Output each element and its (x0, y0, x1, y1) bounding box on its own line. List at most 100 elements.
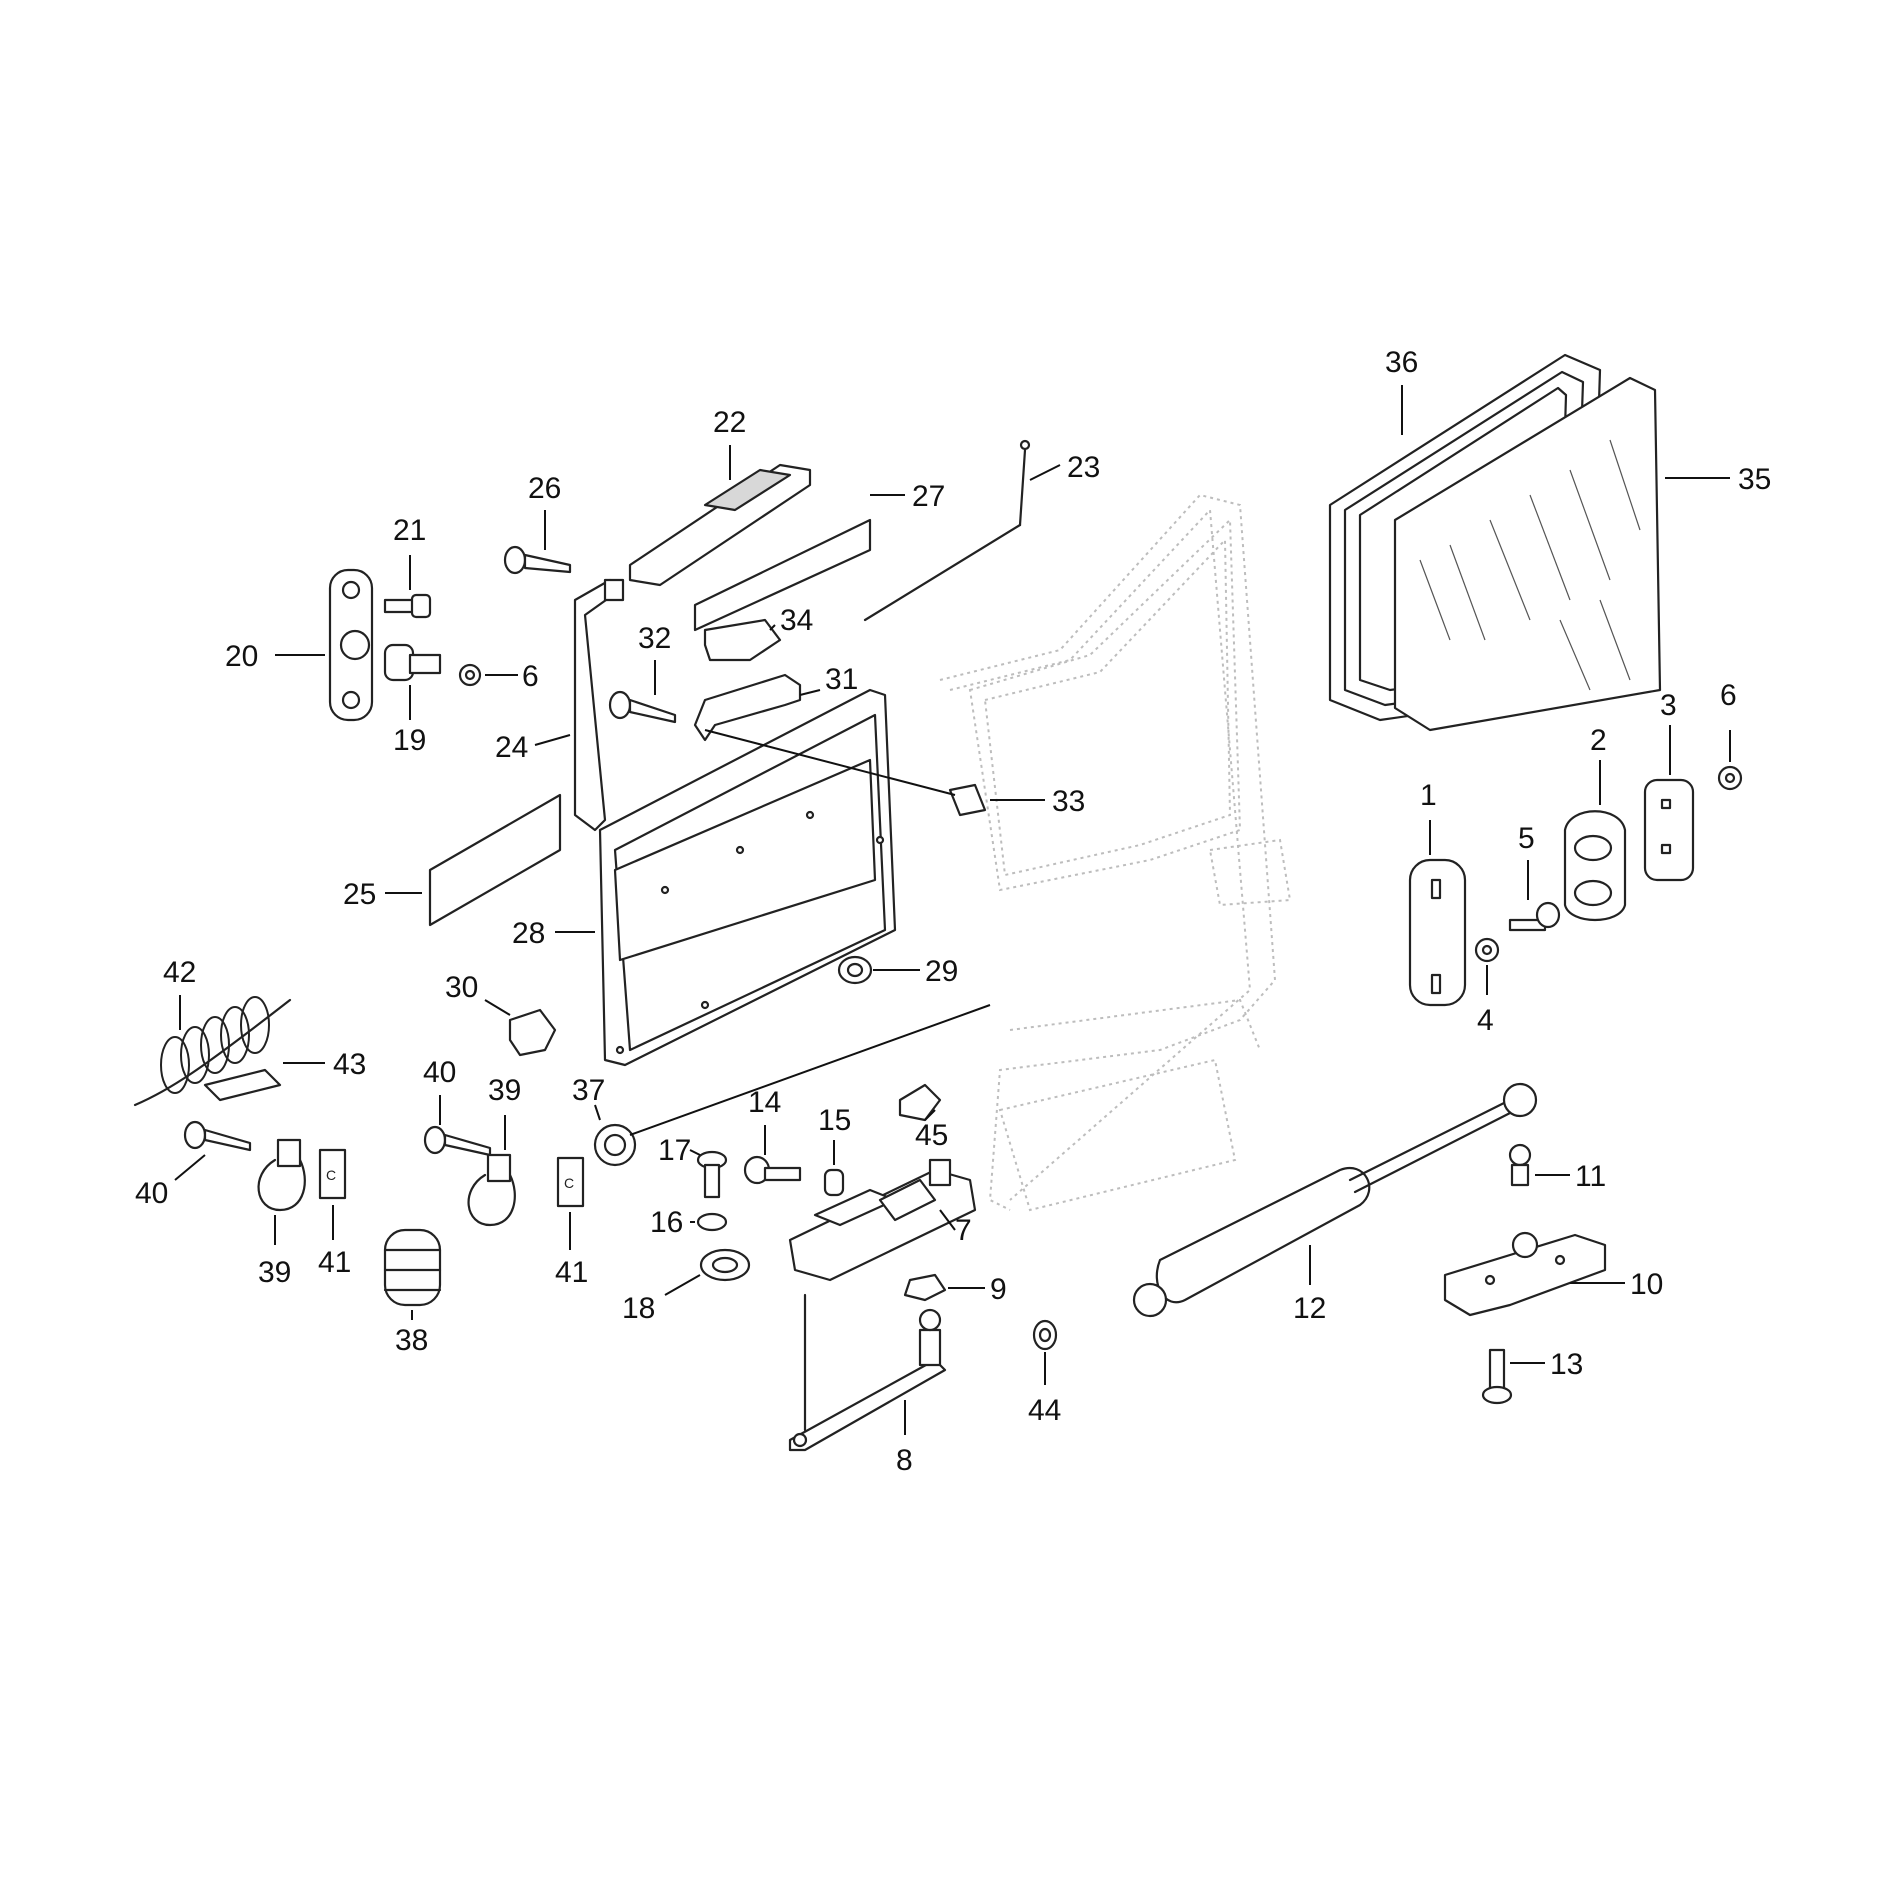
callout-label: 40 (423, 1056, 456, 1089)
callout-13: 13 (1510, 1348, 1583, 1381)
callout-label: 12 (1293, 1292, 1326, 1325)
callout-35: 35 (1665, 463, 1771, 496)
callout-40-right: 40 (423, 1056, 456, 1125)
callout-label: 8 (896, 1444, 913, 1477)
window-glass-pane (1393, 376, 1662, 732)
callout-label: 45 (915, 1119, 948, 1152)
svg-text:C: C (326, 1167, 336, 1183)
callout-label: 22 (713, 406, 746, 439)
callout-23: 23 (1029, 451, 1100, 484)
callout-43: 43 (283, 1048, 366, 1081)
washer-6-left (458, 663, 482, 687)
pad-25 (428, 793, 562, 927)
callout-label: 39 (258, 1256, 291, 1289)
callout-label: 3 (1660, 689, 1677, 722)
bracket-10 (1443, 1231, 1607, 1317)
washer-4 (1474, 937, 1500, 963)
pull-handle-31 (693, 673, 802, 742)
callout-label: 25 (343, 878, 376, 911)
bumper-38 (383, 1228, 442, 1307)
callout-30: 30 (445, 971, 511, 1016)
handle-trim-22 (628, 463, 812, 587)
ball-stud-11 (1508, 1143, 1532, 1187)
callout-16: 16 (650, 1206, 695, 1239)
callout-label: 34 (780, 604, 813, 637)
callout-label: 17 (658, 1134, 691, 1167)
grommet-29 (837, 955, 873, 985)
washer-44 (1032, 1319, 1058, 1351)
bolt-5 (1508, 901, 1561, 932)
callout-label: 11 (1575, 1160, 1606, 1193)
clamp-39-left (257, 1138, 306, 1212)
callout-label: 36 (1385, 346, 1418, 379)
callout-label: 6 (522, 660, 539, 693)
callout-label: 6 (1720, 679, 1737, 712)
clip-15 (823, 1168, 845, 1197)
callout-label: 9 (990, 1273, 1007, 1306)
callout-25: 25 (343, 878, 422, 911)
callout-37: 37 (572, 1074, 605, 1121)
callout-label: 14 (748, 1086, 781, 1119)
rubber-block-1 (1408, 858, 1467, 1007)
callout-32: 32 (638, 622, 671, 695)
callout-6-left: 6 (485, 660, 539, 693)
bolt-17 (696, 1150, 728, 1199)
callout-42: 42 (163, 956, 196, 1030)
clip-34 (703, 618, 782, 662)
callout-29: 29 (873, 955, 958, 988)
callout-label: 35 (1738, 463, 1771, 496)
callout-17: 17 (658, 1134, 701, 1167)
pad-43 (203, 1068, 282, 1102)
clip-45 (898, 1083, 942, 1122)
lever-8 (788, 1293, 947, 1452)
callout-label: 38 (395, 1324, 428, 1357)
callout-label: 27 (912, 480, 945, 513)
callout-5: 5 (1518, 822, 1535, 900)
callout-26: 26 (528, 472, 561, 550)
callout-6-right: 6 (1720, 679, 1737, 762)
rod-23 (863, 439, 1031, 622)
callout-2: 2 (1590, 724, 1607, 805)
plate-3 (1643, 778, 1695, 882)
callout-15: 15 (818, 1104, 851, 1165)
callout-label: 7 (955, 1214, 972, 1247)
callout-label: 16 (650, 1206, 683, 1239)
spring-42 (133, 996, 292, 1107)
washer-16 (696, 1212, 728, 1232)
callout-22: 22 (713, 406, 746, 480)
callout-label: 21 (393, 514, 426, 547)
callout-9: 9 (948, 1273, 1007, 1306)
screw-40-right (423, 1125, 492, 1157)
callout-label: 43 (333, 1048, 366, 1081)
latch-mechanism-7 (788, 1158, 977, 1282)
callout-label: 15 (818, 1104, 851, 1137)
callout-41-left: 41 (318, 1205, 351, 1279)
callout-27: 27 (870, 480, 945, 513)
cap-37 (593, 1004, 991, 1167)
callout-10: 10 (1570, 1268, 1663, 1301)
screw-32 (608, 690, 677, 724)
bushing-18 (699, 1248, 751, 1282)
callout-36: 36 (1385, 346, 1418, 435)
callout-18: 18 (622, 1274, 701, 1325)
callout-41-right: 41 (555, 1212, 588, 1289)
callout-label: 37 (572, 1074, 605, 1107)
ghost-tailgate-door (939, 493, 1292, 1212)
callout-7: 7 (939, 1209, 972, 1247)
callout-8: 8 (896, 1400, 913, 1477)
bolt-13 (1481, 1348, 1513, 1405)
callout-label: 28 (512, 917, 545, 950)
callout-label: 1 (1420, 779, 1437, 812)
gas-strut-12 (1132, 1082, 1538, 1318)
callout-label: 40 (135, 1177, 168, 1210)
callout-38: 38 (395, 1310, 428, 1357)
callout-label: 30 (445, 971, 478, 1004)
clip-33 (704, 729, 987, 817)
callout-21: 21 (393, 514, 426, 590)
callout-14: 14 (748, 1086, 781, 1155)
callout-label: 2 (1590, 724, 1607, 757)
clamp-39-right (467, 1153, 516, 1227)
callout-group: 1 2 3 4 5 6 6 7 (135, 346, 1771, 1477)
callout-label: 19 (393, 724, 426, 757)
